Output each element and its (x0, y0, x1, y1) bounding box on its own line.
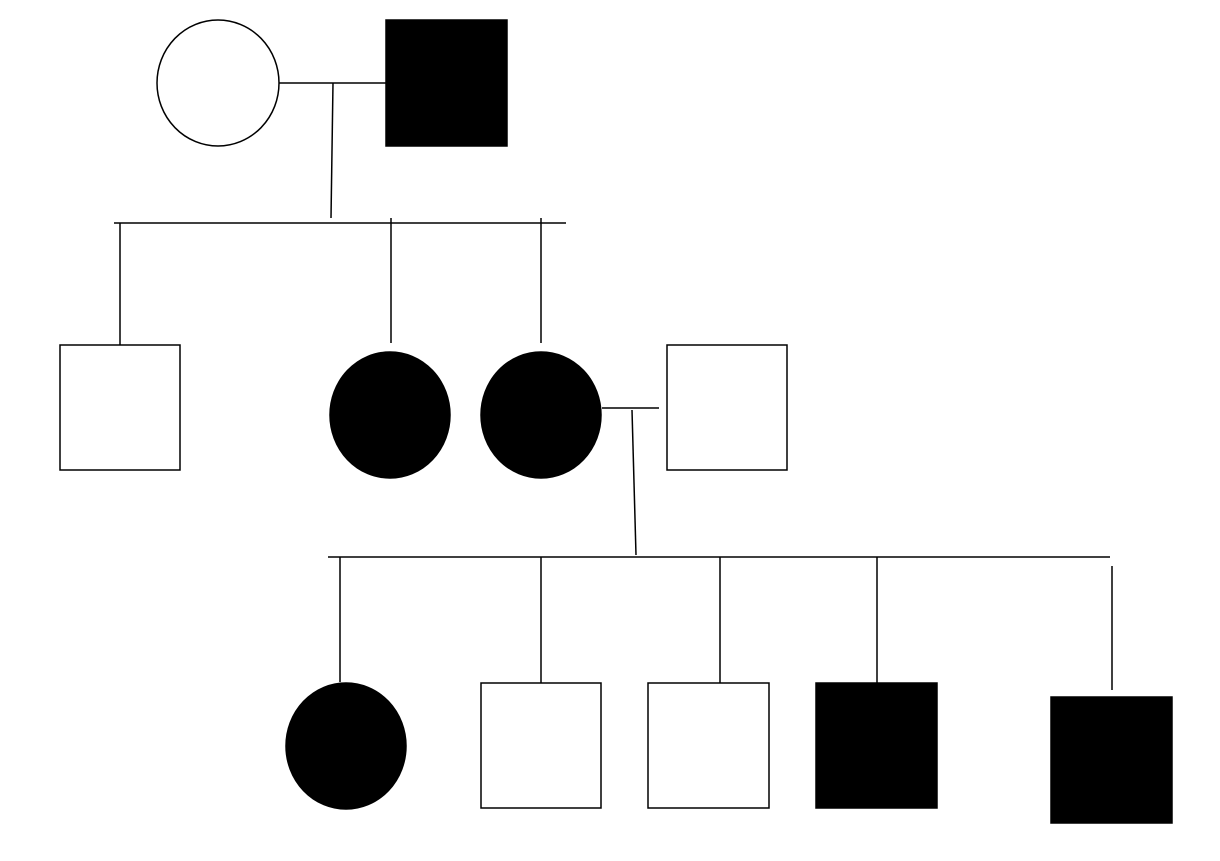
g2-son-unaffected-male (59, 344, 181, 471)
g3-son-1-unaffected-male (480, 682, 602, 809)
g3-son-4-affected-male (1050, 696, 1173, 824)
g3-daughter-affected-female (285, 682, 407, 810)
g2-daughter-2-affected-female (480, 351, 602, 479)
descent-line-gen2 (631, 409, 637, 556)
g2-daughter-1-affected-female (329, 351, 451, 479)
g2-spouse-unaffected-male (666, 344, 788, 471)
g1-father-affected-male (385, 19, 508, 147)
g3-son-2-unaffected-male (647, 682, 770, 809)
descent-line-gen1 (330, 82, 334, 219)
g3-son-3-affected-male (815, 682, 938, 809)
g1-mother-unaffected-female (156, 19, 280, 147)
